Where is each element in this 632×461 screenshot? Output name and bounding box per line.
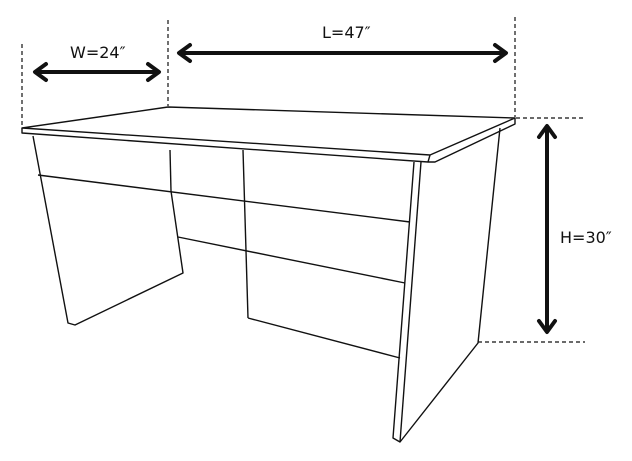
length-arrow [177,43,508,63]
desk-top [21,106,516,163]
height-arrow [537,124,557,334]
height-label: H=30″ [560,228,612,247]
length-label: L=47″ [322,23,371,42]
drawer-lines [37,149,411,359]
width-arrow [33,62,161,82]
right-panel [392,127,501,443]
width-label: W=24″ [70,43,126,62]
left-panel [32,135,184,326]
extension-lines [21,17,585,343]
